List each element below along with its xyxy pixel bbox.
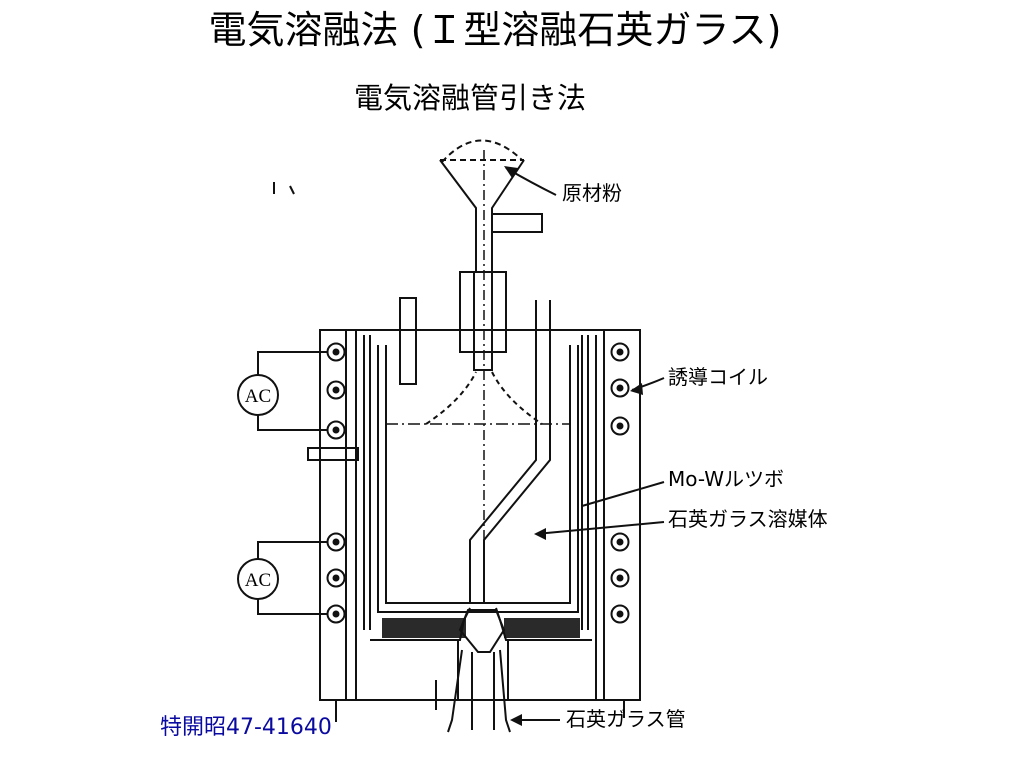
slide-subtitle: 電気溶融管引き法 <box>353 81 586 115</box>
label-crucible: Mo-Wルツボ <box>668 467 784 491</box>
label-raw-powder: 原材粉 <box>562 181 622 205</box>
gas-tube-inner <box>483 300 551 604</box>
feed-block <box>459 271 507 353</box>
die-filler-right <box>504 618 580 638</box>
gas-tube-outer <box>469 300 537 604</box>
label-glass-melt: 石英ガラス溶媒体 <box>668 507 828 531</box>
furnace-frame <box>319 329 641 701</box>
hopper-dome <box>441 139 523 163</box>
arrow-glass-melt <box>535 521 665 535</box>
ac-source-upper: AC <box>237 374 279 416</box>
glass-tube-right <box>499 649 511 733</box>
side-port <box>307 447 359 461</box>
label-glass-tube: 石英ガラス管 <box>566 707 686 731</box>
slide-title: 電気溶融法 (Ｉ型溶融石英ガラス) <box>208 8 782 52</box>
svg-text:AC: AC <box>245 570 271 591</box>
glass-tube-left <box>447 649 463 733</box>
arrow-crucible <box>581 481 665 507</box>
crucible-wall <box>377 345 579 613</box>
thermocouple <box>399 297 417 385</box>
hopper-funnel-right <box>491 159 525 272</box>
feed-side-pipe <box>492 213 543 233</box>
hopper-funnel-left <box>439 159 477 272</box>
svg-text:AC: AC <box>245 386 271 407</box>
die-filler-left <box>382 618 466 638</box>
label-induction-coil: 誘導コイル <box>668 365 768 389</box>
die-mandrel <box>458 609 506 653</box>
patent-reference: 特開昭47-41640 <box>160 715 332 740</box>
ac-source-lower: AC <box>237 558 279 600</box>
feed-block-inner <box>473 271 493 371</box>
